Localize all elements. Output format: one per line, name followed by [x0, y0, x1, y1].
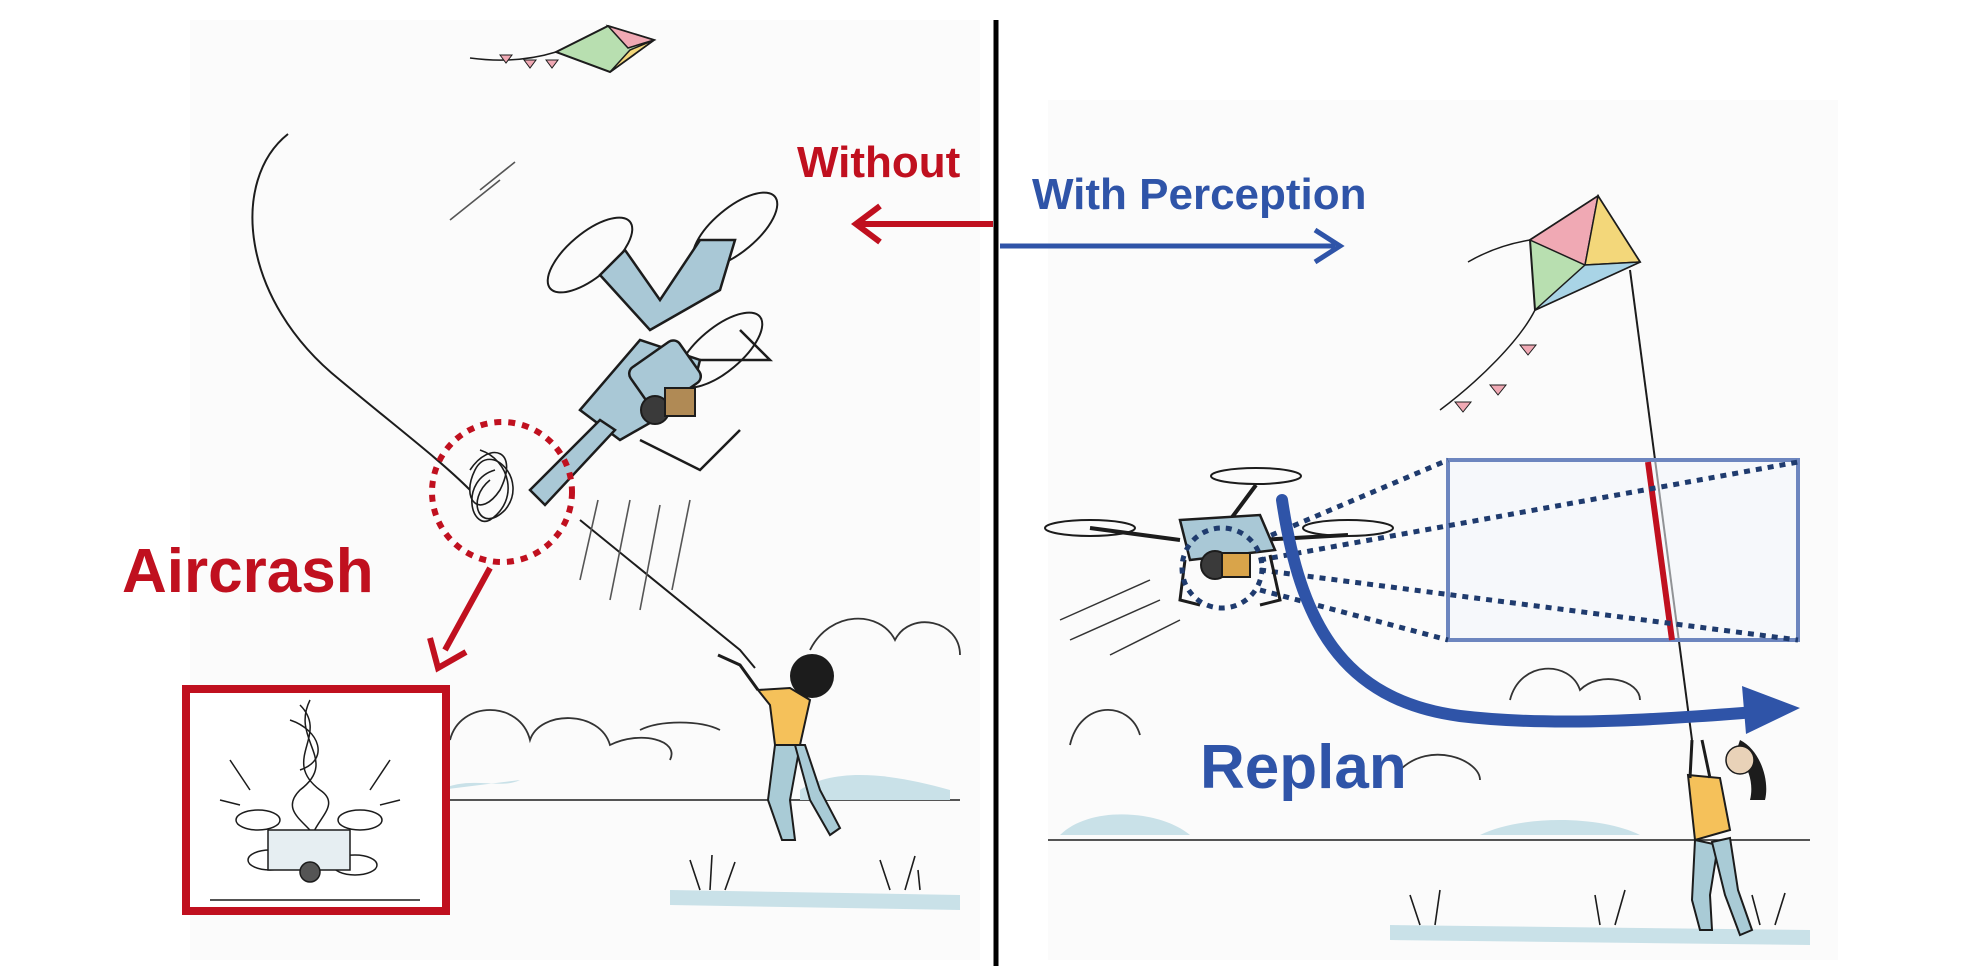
left-panel [182, 20, 993, 960]
cloud-icon [449, 617, 961, 761]
drone-icon [1044, 467, 1394, 656]
person-icon [717, 653, 842, 841]
replan-label: Replan [1200, 733, 1407, 802]
crash-inset [182, 685, 450, 915]
kite-icon [1439, 193, 1642, 413]
right-panel [1000, 100, 1838, 960]
person-icon [1686, 739, 1767, 937]
cloud-icon [1069, 667, 1641, 781]
aircrash-label: Aircrash [122, 537, 374, 606]
collision-highlight [429, 419, 575, 565]
kite-icon [469, 24, 657, 74]
detected-string [1645, 461, 1675, 641]
drone-icon [528, 191, 779, 507]
without-label: Without [797, 138, 961, 187]
crash-icon [210, 699, 420, 901]
perception-box [1446, 458, 1800, 642]
replan-path [1276, 494, 1786, 728]
with-perception-label: With Perception [1032, 170, 1367, 219]
